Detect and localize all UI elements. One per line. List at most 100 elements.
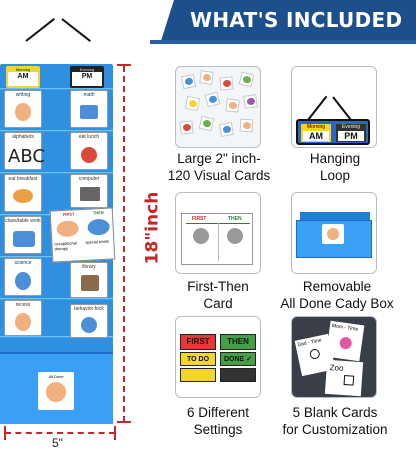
card-pile-icon (239, 118, 254, 133)
card-pile-icon (225, 98, 240, 113)
card-label: recess (15, 302, 31, 308)
first-then-sample-card: FIRST THEN (181, 213, 253, 265)
blank-card: Zoo (324, 359, 364, 397)
blank-card-note: Zoo (329, 362, 344, 373)
feature-caption: 5 Blank Cards for Customization (268, 404, 402, 438)
caption-line: 6 Different (186, 405, 250, 420)
then-item-label: special treats (85, 238, 110, 245)
pm-card: Evening PM (70, 66, 104, 88)
breakfast-icon (13, 189, 33, 203)
sample-first-label: FIRST (192, 216, 207, 222)
caption-line: Hanging (309, 151, 361, 166)
pocket-strip (0, 130, 113, 132)
visual-cards-thumbnail (175, 66, 261, 148)
hanging-strap-right (61, 18, 91, 42)
caption-line: Removable (302, 279, 372, 294)
caption-line: Settings (193, 422, 243, 437)
card-label: eat breakfast (8, 176, 38, 182)
todo-setting-card: TO DO (180, 352, 216, 366)
card-label: library (82, 264, 96, 270)
card-pile-icon (180, 73, 197, 90)
writing-icon (15, 103, 31, 121)
abc-text: ABC (8, 146, 45, 167)
card-pile-icon (199, 70, 214, 85)
card-pile-icon (238, 71, 255, 88)
caption-line: Card (203, 296, 233, 311)
schedule-card: math (70, 90, 108, 128)
placeholder-circle-icon (227, 228, 243, 244)
schedule-card: recess (4, 300, 42, 336)
am-card: Morning AM (6, 66, 40, 88)
all-done-card: All Done (38, 372, 74, 410)
computer-icon (80, 187, 100, 201)
first-then-card: FIRST THEN occupational therapy special … (49, 207, 116, 263)
pocket-strip (0, 88, 113, 90)
placeholder-circle-icon (193, 228, 209, 244)
height-label: 18"inch (142, 191, 163, 265)
card-label: eat lunch (78, 134, 100, 140)
library-icon (81, 275, 99, 291)
sample-then-label: THEN (228, 216, 242, 222)
card-pile-icon (184, 95, 201, 112)
card-pile-icon (198, 115, 215, 132)
lunch-icon (81, 147, 97, 163)
pocket-strip (0, 298, 113, 300)
caption-line: First-Then (187, 279, 249, 294)
height-tick-bottom (117, 421, 131, 423)
page-title: WHAT'S INCLUDED (190, 8, 403, 32)
all-done-icon (46, 382, 66, 402)
first-item-label: occupational therapy (54, 240, 78, 252)
header-banner (160, 0, 416, 44)
schedule-card: eat lunch (70, 132, 108, 170)
first-label: FIRST (62, 211, 75, 217)
caption-line: Loop (319, 168, 351, 183)
doodle-icon (338, 336, 353, 350)
schedule-card: class/table work (4, 216, 42, 254)
schedule-card: eat breakfast (4, 174, 42, 212)
math-icon (80, 105, 98, 119)
all-done-label: All Done (48, 374, 64, 379)
pm-card-label: Evening (79, 67, 95, 72)
blank-card-note: Mom - Time (331, 323, 359, 333)
card-pile-icon (218, 121, 235, 138)
pocket-strip (0, 172, 113, 174)
hanging-strap-left (25, 18, 55, 42)
schedule-card: computer (70, 174, 108, 208)
feature-caption: Large 2" inch- 120 Visual Cards (163, 150, 275, 184)
done-setting-card: DONE ✓ (220, 352, 256, 366)
card-label: behavior feck (74, 306, 104, 312)
box-card (322, 224, 344, 244)
pocket-strip (0, 336, 113, 338)
card-label: science (14, 260, 32, 266)
first-setting-card: FIRST (180, 334, 216, 350)
card-pile-icon (219, 76, 234, 91)
sign-am-label: Morning (306, 124, 326, 130)
feature-caption: Removable All Done Cady Box (262, 278, 412, 312)
width-tick-right (114, 426, 116, 440)
caption-line: for Customization (282, 422, 388, 437)
card-label: writing (15, 92, 31, 98)
caption-line: All Done Cady Box (280, 296, 394, 311)
caption-line: Large 2" inch- (177, 151, 261, 166)
therapy-icon (56, 220, 80, 238)
box-back (300, 212, 370, 222)
pm-card-value: PM (72, 72, 102, 86)
then-label: THEN (92, 209, 104, 216)
sign-pm-value: PM (338, 131, 364, 141)
feature-caption: 6 Different Settings (170, 404, 266, 438)
caption-line: 5 Blank Cards (292, 405, 378, 420)
header-stripe (150, 40, 416, 44)
width-label: 5" (52, 436, 63, 450)
blank-card-note: Dad - Time (297, 337, 323, 349)
card-pile-icon (204, 91, 221, 108)
treat-icon (87, 218, 111, 236)
sign-am-value: AM (303, 131, 329, 141)
card-label: math (83, 92, 95, 98)
stick-figure-icon (308, 348, 321, 360)
pm-setting-card (220, 368, 256, 382)
blank-cards-thumbnail: Mom - Time Dad - Time Zoo (291, 316, 377, 398)
height-measure-line (123, 66, 125, 422)
classwork-icon (13, 231, 35, 247)
height-tick-top (117, 64, 131, 66)
